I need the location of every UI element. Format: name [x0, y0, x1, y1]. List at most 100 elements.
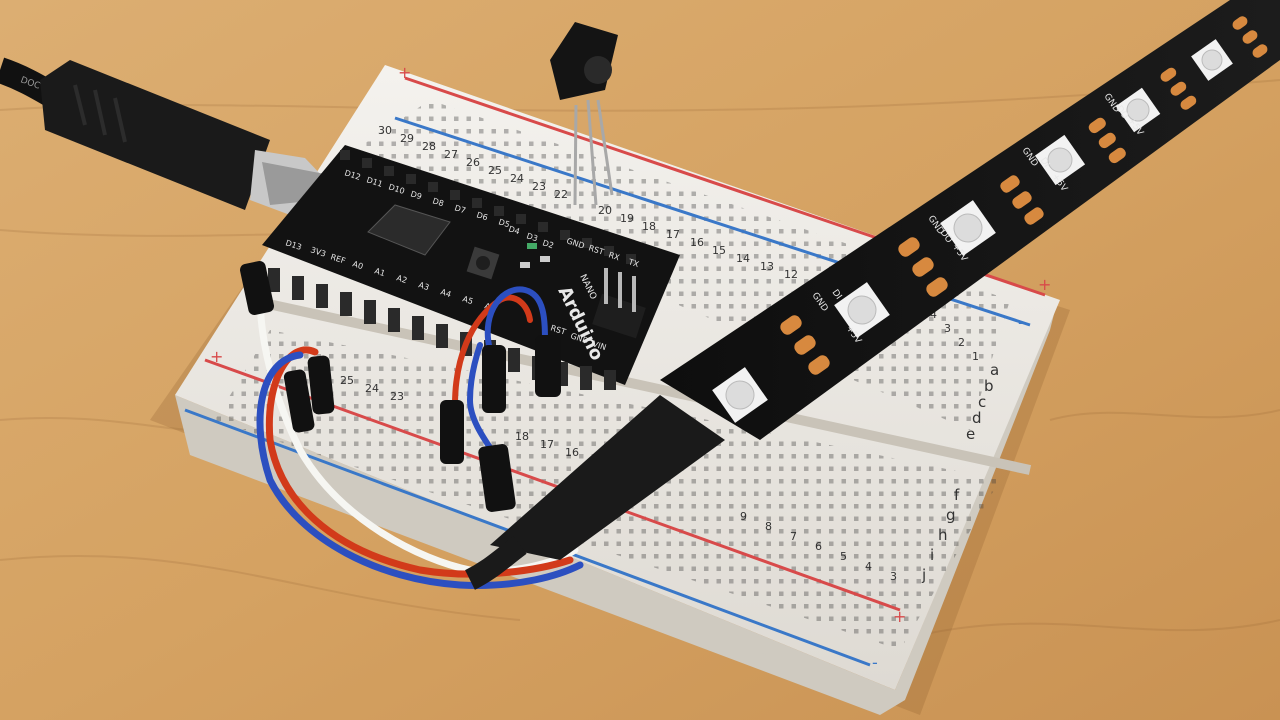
column-number: 23	[532, 180, 546, 193]
icsp-pin	[618, 272, 622, 308]
column-number: 18	[642, 220, 656, 233]
breadboard-notch	[746, 649, 768, 669]
column-number: 20	[598, 204, 612, 217]
connector-tip	[239, 260, 275, 316]
row-letter: e	[966, 425, 975, 443]
header-pin	[316, 284, 328, 308]
row-letter: b	[984, 377, 994, 395]
pin-label: A2	[395, 273, 408, 285]
led-chip	[940, 200, 996, 256]
column-number: 14	[736, 252, 750, 265]
pin-label: A0	[351, 259, 364, 271]
copper-pad	[1088, 117, 1106, 134]
row-letter: i	[930, 546, 934, 564]
rail-plus-label: +	[893, 607, 906, 626]
column-number: 4	[865, 560, 872, 573]
red-wire-left	[265, 346, 574, 578]
column-number: 17	[540, 438, 554, 451]
column-number: 19	[620, 212, 634, 225]
icsp-pin	[632, 276, 636, 312]
row-letter: a	[990, 361, 999, 379]
header-pin	[538, 222, 548, 232]
pin-label: D9	[409, 189, 422, 201]
copper-pad	[1160, 67, 1177, 82]
header-pin	[412, 316, 424, 340]
header-pin	[494, 206, 504, 216]
copper-pad	[1012, 191, 1032, 209]
column-number: 27	[444, 148, 458, 161]
pin-label: RX	[607, 250, 621, 262]
column-number: 28	[422, 140, 436, 153]
copper-pad	[1242, 30, 1258, 44]
jumper-wires	[256, 271, 584, 589]
pin-label: A1	[373, 266, 386, 278]
header-pin	[340, 292, 352, 316]
usb-plug-boot-ridges	[73, 84, 127, 143]
column-number: 24	[510, 172, 524, 185]
column-number: 25	[340, 374, 354, 387]
copper-pad	[1170, 81, 1187, 96]
blue-wire-arc-1	[484, 286, 548, 353]
led-chip-lens	[1126, 98, 1150, 122]
column-number: 3	[944, 322, 951, 335]
row-letter: j	[921, 566, 926, 584]
column-number: 7	[790, 530, 797, 543]
column-number: 24	[365, 382, 379, 395]
column-numbers-right: 4 3 2 1	[930, 308, 979, 363]
column-number: 18	[515, 430, 529, 443]
connector-tip	[440, 400, 464, 464]
copper-pad	[912, 257, 934, 277]
heat-shrink	[490, 395, 725, 560]
row-letters-bottom: f g h i j	[921, 486, 960, 584]
led-chip	[1115, 87, 1161, 133]
ir-leg	[573, 104, 578, 206]
copper-pad	[926, 277, 948, 297]
led-strip: GND DI +5V GND DO +5V GND DI +5V GND DO …	[464, 0, 1280, 590]
led-chip	[834, 282, 890, 338]
column-number: 4	[930, 308, 937, 321]
led-chip-lens	[847, 295, 877, 325]
wire-connector-tips	[239, 260, 561, 512]
icsp-pin	[604, 268, 608, 304]
header-pin	[406, 174, 416, 184]
ir-leg	[586, 99, 598, 206]
header-pin	[268, 268, 280, 292]
arduino-nano: Arduino NANO D12 D11 D10 D9 D8 D7 D6 D5 …	[262, 145, 680, 390]
column-number: 22	[554, 188, 568, 201]
pin-label: VIN	[591, 339, 607, 352]
column-number: 26	[466, 156, 480, 169]
pin-label: D6	[475, 210, 488, 222]
column-number: 16	[565, 446, 579, 459]
column-number: 2	[958, 336, 965, 349]
header-pin	[388, 308, 400, 332]
copper-pad	[1108, 147, 1126, 164]
copper-pad	[794, 335, 816, 355]
pin-label: D2	[541, 238, 554, 250]
pin-label: A5	[461, 294, 474, 306]
strip-pad-label: DI	[1038, 156, 1052, 170]
led-chips	[712, 39, 1233, 423]
pin-label: A3	[417, 280, 430, 292]
column-numbers-lower: 25 24 23 18 17 16 9 8 7 6 5 4 3	[340, 374, 897, 583]
reset-button-cap	[476, 256, 490, 270]
column-number: 25	[488, 164, 502, 177]
row-letter: h	[938, 526, 948, 544]
row-letters-top: a b c d e	[966, 361, 999, 443]
led-chip-lens	[1047, 147, 1073, 173]
connector-tip	[482, 345, 506, 413]
pin-label: D8	[431, 196, 444, 208]
header-pin	[472, 198, 482, 208]
column-numbers-upper: 30 29 28 27 26 25 24 23 22 20 19 18 17 1…	[378, 124, 798, 281]
rail-plus-label: +	[1038, 275, 1051, 294]
header-pin	[450, 190, 460, 200]
copper-pad	[1024, 207, 1044, 225]
column-number: 5	[840, 550, 847, 563]
copper-pad	[808, 355, 830, 375]
connector-tip	[478, 444, 516, 512]
microcontroller-chip	[367, 204, 451, 256]
pin-label: D3	[525, 231, 538, 243]
column-number: 12	[784, 268, 798, 281]
led-chip-lens	[1201, 49, 1223, 71]
smd-led	[520, 262, 530, 268]
